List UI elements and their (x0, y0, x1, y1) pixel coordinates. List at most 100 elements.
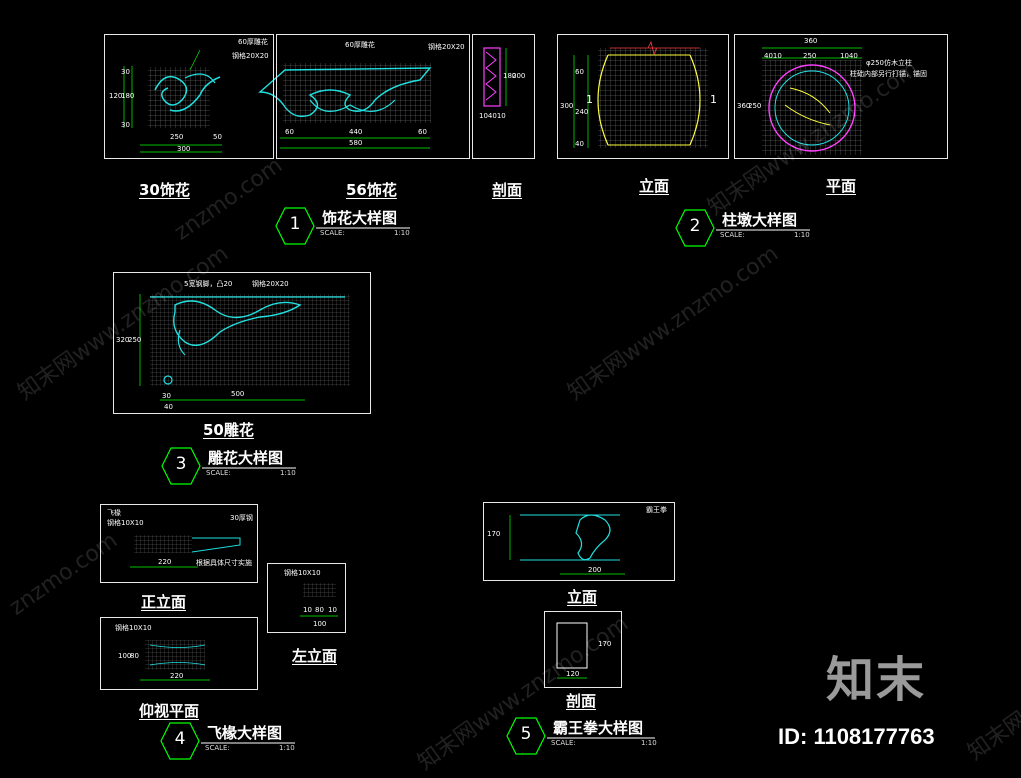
d1-b-d2: 440 (349, 128, 363, 136)
d1-b-note1: 60厚雕花 (345, 41, 375, 49)
d3-d3: 40 (164, 403, 173, 411)
d4-a-note3: 30厚钢 (230, 514, 253, 522)
view-label-rafter-soffit: 仰视平面 (139, 702, 200, 720)
view-label-ornament-56: 56饰花 (346, 181, 397, 199)
d5-b-d1: 120 (566, 670, 580, 678)
view-label-bawangquan-elevation: 立面 (567, 588, 598, 606)
d2-a-v3: 300 (560, 102, 574, 110)
d4-c-v2: 80 (130, 652, 139, 660)
d1-c-d1: 104010 (479, 112, 506, 120)
d5-b-v1: 170 (598, 640, 612, 648)
detail-5-number: 5 (520, 724, 532, 744)
detail-5-marker (506, 717, 546, 755)
panel-pillar-elevation (557, 34, 729, 159)
d2-b-note2: 柱础内部另行打锚，锚固 (850, 70, 927, 78)
detail-2-number: 2 (689, 216, 701, 236)
detail-1-marker (275, 207, 315, 245)
detail-3-marker (161, 447, 201, 485)
d4-c-d1: 220 (170, 672, 184, 680)
detail-1-ratio: 1:10 (394, 229, 410, 237)
carving-50-drawing (139, 294, 350, 401)
d1-a-note2: 钢格20X20 (232, 52, 269, 60)
d5-a-v1: 170 (487, 530, 501, 538)
rafter-soffit-drawing (140, 640, 210, 681)
d4-a-note1: 飞椽 (107, 509, 121, 517)
d5-a-d1: 200 (588, 566, 602, 574)
view-label-ornament-30: 30饰花 (139, 181, 190, 199)
d1-a-note1: 60厚雕花 (238, 38, 268, 46)
d3-v1: 320 (116, 336, 130, 344)
d2-b-d4: 1040 (840, 52, 858, 60)
detail-5-scale: SCALE: (551, 739, 576, 747)
d2-b-d2: 4010 (764, 52, 782, 60)
brand-logo: 知末 (826, 652, 927, 708)
pillar-elevation-drawing (573, 40, 708, 148)
view-label-pillar-plan: 平面 (826, 177, 857, 195)
detail-2-scale: SCALE: (720, 231, 745, 239)
d2-b-v2: 250 (748, 102, 762, 110)
detail-3-scale: SCALE: (206, 469, 231, 477)
d2-a-mark2: 1 (710, 93, 717, 106)
d1-b-note2: 钢格20X20 (428, 43, 465, 51)
detail-2-marker (675, 209, 715, 247)
panel-ornament-56 (276, 34, 470, 159)
d2-a-v2: 240 (575, 108, 589, 116)
detail-2-ratio: 1:10 (794, 231, 810, 239)
ornament-section-drawing (483, 47, 507, 107)
d3-d2: 30 (162, 392, 171, 400)
d1-c-v2: 180 (503, 72, 517, 80)
panel-bawangquan-elevation (483, 502, 675, 581)
panel-rafter-left (267, 563, 346, 633)
detail-4-number: 4 (174, 729, 186, 749)
bawangquan-elevation-drawing (509, 514, 625, 575)
d5-a-note: 霸王拳 (646, 506, 667, 514)
view-label-rafter-left: 左立面 (292, 647, 338, 665)
bawangquan-section-drawing (556, 622, 588, 679)
view-label-bawangquan-section: 剖面 (566, 692, 597, 710)
ornament-56-drawing (258, 63, 432, 149)
d1-c-v1: 200 (512, 72, 526, 80)
d4-c-v1: 100 (118, 652, 132, 660)
d1-a-d2: 50 (213, 133, 222, 141)
detail-1-title: 饰花大样图 (322, 209, 398, 227)
detail-3-number: 3 (175, 454, 187, 474)
panel-ornament-section (472, 34, 535, 159)
view-label-carving-50: 50雕花 (203, 421, 254, 439)
panel-ornament-30 (104, 34, 274, 159)
panel-rafter-soffit (100, 617, 258, 690)
detail-4-marker (160, 722, 200, 760)
d4-b-d3: 10 (328, 606, 337, 614)
d1-a-d1: 250 (170, 133, 184, 141)
d4-c-note1: 钢格10X10 (115, 624, 152, 632)
pillar-plan-drawing (762, 47, 862, 155)
d1-a-v3: 30 (121, 68, 130, 76)
d2-a-v1: 60 (575, 68, 584, 76)
d2-a-v4: 40 (575, 140, 584, 148)
detail-3-ratio: 1:10 (280, 469, 296, 477)
d4-b-d2: 80 (315, 606, 324, 614)
d1-b-d3: 60 (418, 128, 427, 136)
d2-a-mark: 1 (586, 93, 593, 106)
panel-pillar-plan (734, 34, 948, 159)
d4-b-note1: 钢格10X10 (284, 569, 321, 577)
rafter-front-drawing (130, 535, 241, 568)
d4-a-d1: 220 (158, 558, 172, 566)
brand-id: ID: 1108177763 (778, 724, 935, 749)
detail-5-title: 霸王拳大样图 (553, 719, 644, 737)
panel-rafter-front (100, 504, 258, 583)
d4-a-note2: 钢格10X10 (107, 519, 144, 527)
rafter-left-drawing (300, 583, 338, 617)
d2-b-v1: 360 (737, 102, 751, 110)
panel-bawangquan-section (544, 611, 622, 688)
detail-4-ratio: 1:10 (279, 744, 295, 752)
d3-note1: 5宽钢脚，凸20 (184, 280, 233, 288)
view-label-ornament-section: 剖面 (492, 181, 523, 199)
detail-1-scale: SCALE: (320, 229, 345, 237)
d1-a-v4: 30 (121, 121, 130, 129)
detail-1-number: 1 (289, 214, 301, 234)
d3-d1: 500 (231, 390, 245, 398)
d3-v2: 250 (128, 336, 142, 344)
d4-a-note4: 根据具体尺寸实施 (196, 559, 252, 567)
view-label-rafter-front: 正立面 (141, 593, 187, 611)
